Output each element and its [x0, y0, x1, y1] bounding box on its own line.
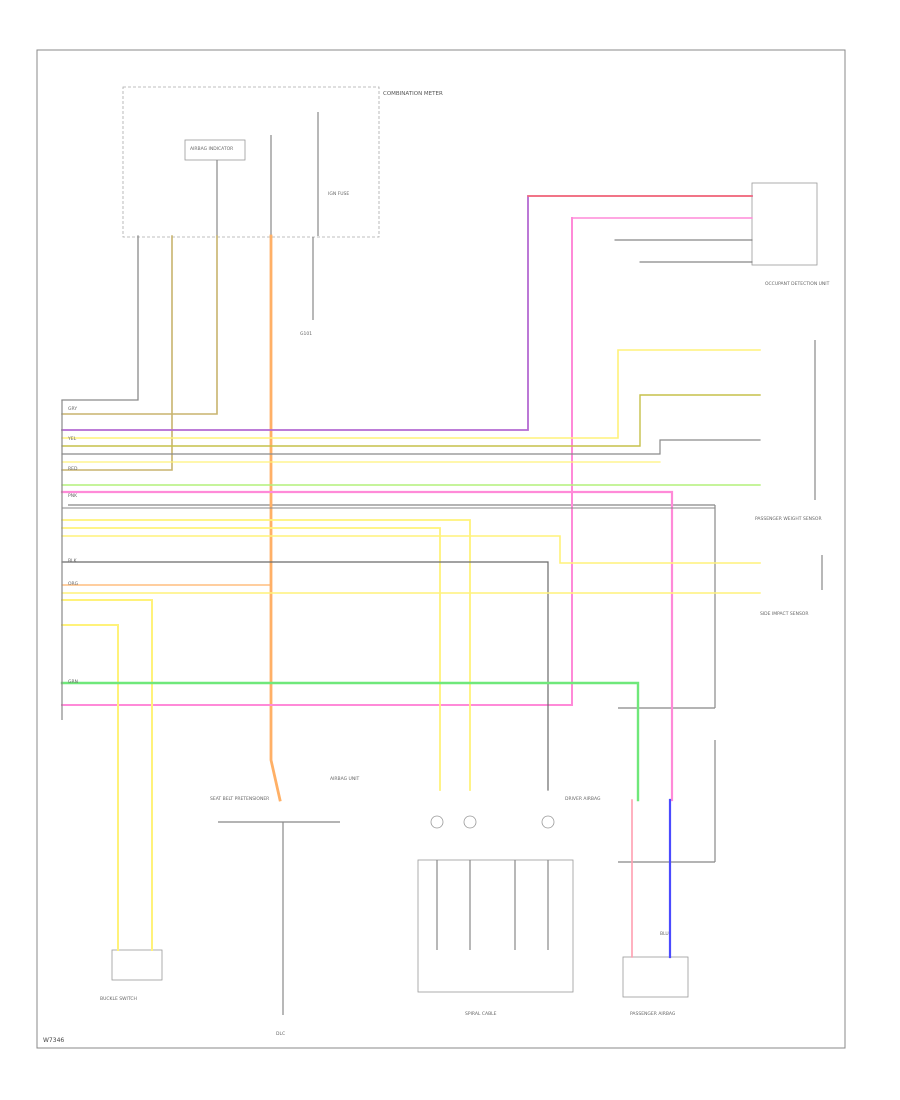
combination-meter-box [122, 86, 380, 238]
wire-yellow-3 [61, 519, 471, 791]
wire-label-yel: YEL [67, 436, 77, 442]
wire-label-blu: BLU [660, 931, 669, 937]
passenger-airbag-box [622, 956, 689, 998]
airbag-indicator-box [184, 139, 246, 161]
wire-orange [269, 234, 282, 802]
spiral-cable-box [417, 859, 574, 993]
wire-label-blk: BLK [68, 558, 78, 564]
spiral-circle-1 [430, 815, 444, 829]
ign-fuse-label: IGN FUSE [328, 191, 349, 197]
dlc-label: DLC [276, 1031, 285, 1037]
wire-gray-2 [61, 439, 761, 455]
meter-ground-label: G101 [300, 331, 312, 337]
wire-label-red: RED [68, 466, 78, 472]
diagram-frame [36, 49, 846, 1049]
footer-code: W7346 [43, 1037, 64, 1044]
wire-pink-mid [60, 490, 674, 802]
seat-belt-label: SEAT BELT PRETENSIONER [210, 796, 269, 802]
right-connector-top [751, 182, 818, 266]
side-sensor-label: SIDE IMPACT SENSOR [760, 611, 808, 617]
passenger-airbag-label: PASSENGER AIRBAG [630, 1011, 676, 1017]
wire-tan-2 [61, 235, 218, 415]
wire-gray-3 [61, 561, 549, 791]
wire-olive-1 [61, 394, 761, 447]
wire-label-pnk: PNK [68, 493, 78, 499]
spiral-circle-3 [541, 815, 555, 829]
wire-yellow-5 [61, 535, 761, 564]
passenger-sensor-label: PASSENGER WEIGHT SENSOR [755, 516, 822, 522]
wire-yellow-8 [61, 624, 119, 951]
occupant-unit-label: OCCUPANT DETECTION UNIT [765, 281, 830, 287]
wire-yellow-7 [61, 599, 153, 951]
wire-yellow-4 [61, 527, 441, 791]
wire-label-gry: GRY [68, 406, 77, 412]
airbag-indicator-label: AIRBAG INDICATOR [190, 146, 233, 152]
wire-tan-1 [61, 235, 173, 471]
wire-yellow-1 [61, 349, 761, 439]
combination-meter-label: COMBINATION METER [383, 91, 443, 97]
wire-pink-v [61, 217, 573, 706]
wire-group [60, 195, 761, 959]
buckle-switch-box [111, 949, 163, 981]
wire-label-org: ORG [68, 581, 79, 587]
buckle-switch-label: BUCKLE SWITCH [100, 996, 137, 1002]
airbag-unit-label: AIRBAG UNIT [330, 776, 360, 782]
wire-gray-1 [61, 235, 139, 401]
spiral-cable-label: SPIRAL CABLE [465, 1011, 497, 1017]
wire-label-grn: GRN [68, 679, 78, 685]
wire-green [60, 681, 640, 802]
driver-airbag-label: DRIVER AIRBAG [565, 796, 601, 802]
spiral-circle-2 [463, 815, 477, 829]
